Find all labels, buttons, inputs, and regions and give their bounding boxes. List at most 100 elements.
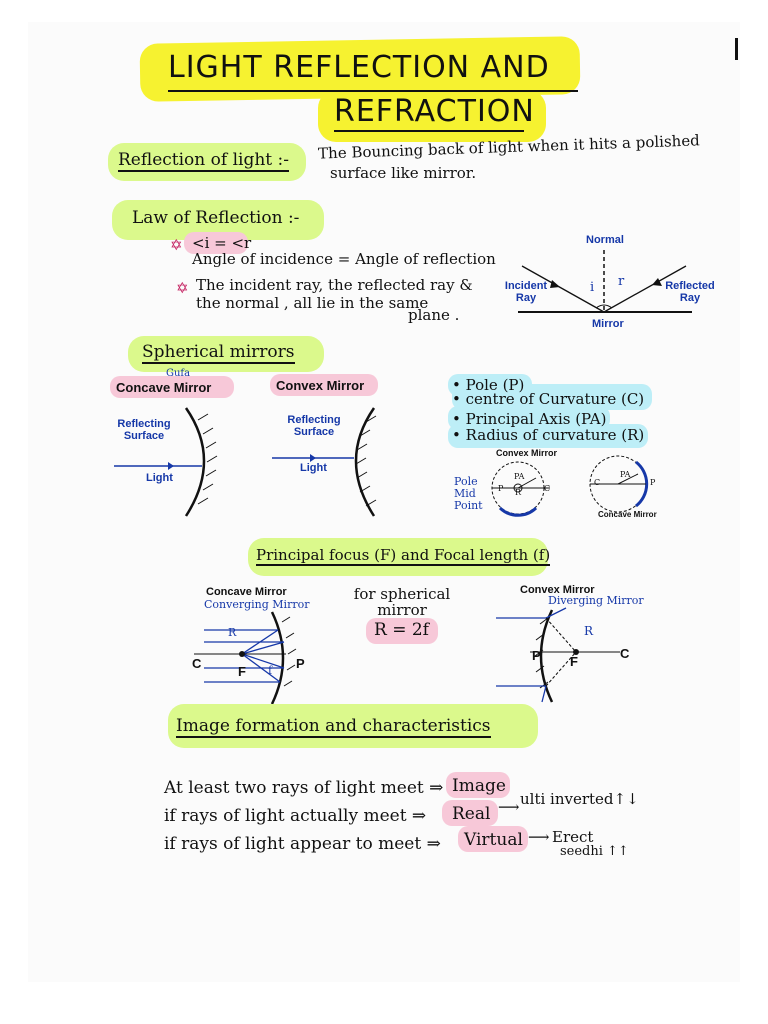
arrow-virtual: ⟶ [528, 828, 550, 846]
focus-concave-diagram [194, 611, 297, 705]
law-heading: Law of Reflection :- [132, 208, 300, 228]
image-line2-note: ulti inverted↑↓ [520, 790, 639, 808]
concave-title: Concave Mirror [116, 380, 212, 395]
normal-label: Normal [586, 234, 624, 246]
law-rule1-formula: <i = <r [192, 234, 252, 252]
focus-heading-highlight [248, 538, 548, 576]
law-rule2-line3: plane . [408, 306, 460, 324]
title-highlight-2 [318, 90, 546, 142]
spherical-heading-highlight [128, 336, 324, 372]
image-line1-text: At least two rays of light meet ⇒ [164, 778, 444, 798]
law-rule2-line1: The incident ray, the reflected ray & [196, 276, 473, 294]
reflected-ray [603, 265, 687, 313]
reflected-ray-label: Reflected Ray [665, 280, 715, 304]
reflected-arrow [652, 278, 662, 286]
spherical-heading: Spherical mirrors [142, 342, 295, 364]
term-centre-curvature: • centre of Curvature (C) [452, 390, 645, 408]
image-tag-highlight [446, 772, 510, 798]
small-concave-c: C [594, 478, 601, 487]
small-convex-title: Convex Mirror [496, 448, 558, 458]
concave-light-label: Light [146, 472, 173, 484]
convex-title: Convex Mirror [276, 378, 365, 393]
convex-reflecting-surface: Reflecting Surface [287, 414, 341, 438]
incident-ray-label: Incident Ray [504, 280, 548, 304]
small-convex-c: C [544, 484, 551, 493]
focus-convex-title: Convex Mirror [520, 584, 595, 596]
angle-r-label: r [618, 274, 625, 289]
reflection-definition-2: surface like mirror. [330, 164, 477, 182]
law-rule1-text: Angle of incidence = Angle of reflection [192, 250, 496, 268]
focus-concave-f: F [238, 664, 246, 679]
formula-note: for spherical mirror [353, 585, 451, 619]
pole-note: Pole Mid Point [454, 475, 483, 512]
convex-title-highlight [270, 374, 378, 396]
focus-heading: Principal focus (F) and Focal length (f) [256, 546, 551, 566]
focus-convex-c: C [620, 646, 630, 661]
term-principal-axis: • Principal Axis (PA) [452, 410, 607, 428]
focus-concave-r: R [228, 626, 237, 639]
image-line2-tag: Real [452, 804, 491, 824]
image-heading: Image formation and characteristics [176, 716, 491, 738]
page-title-line2: REFRACTION [334, 94, 535, 129]
arrow-real: ⟶ [498, 798, 520, 816]
convex-light-label: Light [300, 462, 327, 474]
incident-ray [521, 265, 605, 313]
concave-note: Gufa [166, 368, 191, 379]
focus-concave-title: Concave Mirror [206, 586, 287, 598]
image-line3-note2: seedhi ↑↑ [560, 844, 629, 859]
focus-convex-sub: Diverging Mirror [548, 594, 644, 607]
reflection-heading: Reflection of light :- [118, 150, 289, 172]
image-line1-tag: Image [452, 776, 506, 796]
small-concave-diagram [589, 455, 649, 513]
formula-value: R = 2f [374, 620, 429, 640]
focus-convex-p: P [532, 648, 541, 663]
law-rule2-line2: the normal , all lie in the same [196, 294, 429, 312]
concave-mirror-arc [184, 407, 206, 517]
concave-reflecting-surface: Reflecting Surface [117, 418, 171, 442]
incident-arrow [550, 280, 560, 288]
small-concave-p: P [650, 478, 656, 487]
law-star-2: ✡ [176, 279, 189, 297]
concave-title-highlight [110, 376, 234, 398]
focus-concave-p: P [296, 656, 305, 671]
mirror-label: Mirror [592, 318, 624, 330]
formula-highlight-box [366, 618, 438, 644]
law-star-1: ✡ [170, 236, 183, 254]
image-heading-highlight [168, 704, 538, 748]
focus-concave-sub: Converging Mirror [204, 598, 310, 611]
focus-concave-c: C [192, 656, 202, 671]
notes-page [28, 22, 740, 982]
formula-highlight [184, 232, 248, 254]
small-concave-title: Concave Mirror [598, 510, 657, 519]
page-title-line1: LIGHT REFLECTION AND [168, 50, 550, 85]
angle-i-label: i [590, 280, 595, 295]
virtual-tag-highlight [458, 826, 528, 852]
concave-mirror-diagram [114, 407, 218, 517]
term-radius-curvature: • Radius of curvature (R) [452, 426, 645, 444]
image-line3-text: if rays of light appear to meet ⇒ [164, 834, 441, 854]
focus-convex-diagram [496, 607, 620, 703]
terms-highlight-2 [452, 384, 652, 410]
terms-highlight-4 [448, 424, 648, 448]
focus-convex-f: F [570, 654, 578, 669]
reflection-diagram [518, 250, 692, 313]
convex-mirror-arc [354, 407, 376, 517]
small-convex-p: P [498, 484, 504, 493]
convex-mirror-diagram [272, 407, 377, 517]
title-underline-2 [334, 130, 524, 132]
title-underline [168, 90, 578, 92]
reflection-heading-highlight [108, 143, 306, 181]
image-line3-note1: Erect [552, 828, 594, 846]
angle-arc [595, 304, 613, 309]
image-line2-text: if rays of light actually meet ⇒ [164, 806, 427, 826]
image-line3-tag: Virtual [464, 830, 523, 850]
real-tag-highlight [442, 800, 498, 826]
small-convex-r: R [515, 488, 522, 497]
small-convex-pa: PA [514, 472, 525, 481]
focus-concave-fsmall: f [268, 664, 273, 677]
edge-mark [735, 38, 738, 60]
focus-convex-r: R [584, 624, 594, 638]
term-pole: • Pole (P) [452, 376, 525, 394]
small-convex-diagram [491, 461, 550, 517]
small-concave-pa: PA [620, 470, 631, 479]
